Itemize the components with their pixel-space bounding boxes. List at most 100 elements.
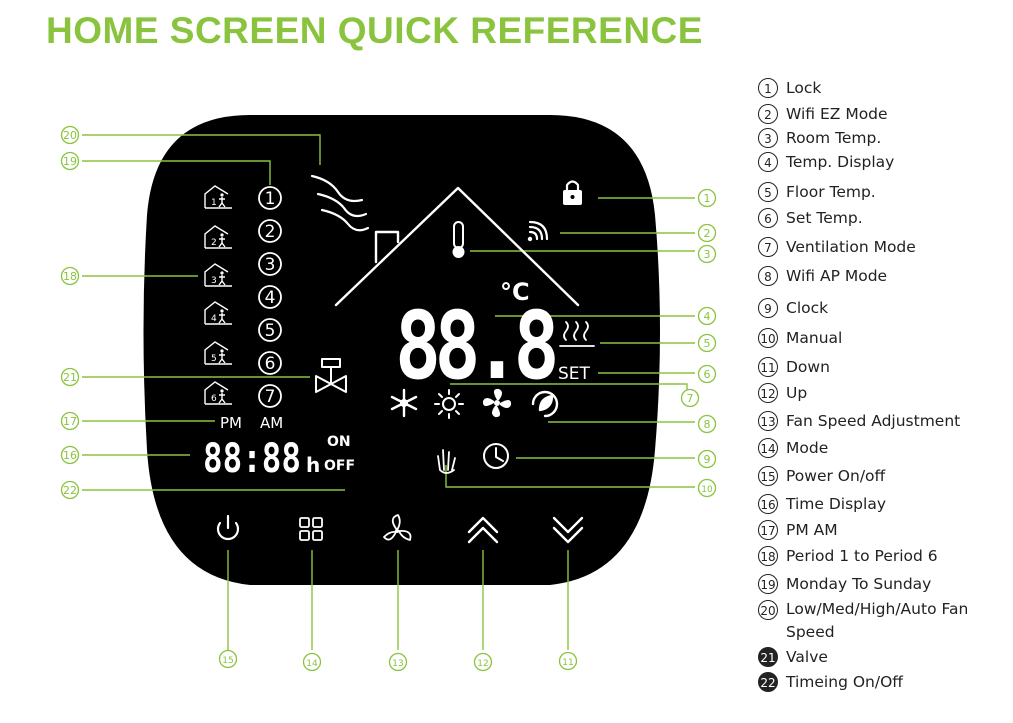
svg-text:5: 5: [704, 337, 711, 350]
legend-item: 2 Wifi EZ Mode: [758, 104, 888, 124]
callout-22: 22: [60, 480, 80, 500]
svg-text:11: 11: [562, 658, 573, 668]
svg-text:21: 21: [63, 371, 77, 384]
callout-7: 7: [680, 388, 700, 408]
mode-icon: [299, 517, 323, 541]
callout-1: 1: [697, 188, 717, 208]
legend-label: Valve: [786, 648, 828, 666]
sun-icon: [434, 389, 464, 419]
svg-text:6: 6: [704, 368, 711, 381]
period-house-icon: 6: [204, 381, 232, 405]
clock-icon: [483, 443, 509, 469]
period-number-circle: [258, 384, 282, 408]
person-icon: [220, 349, 224, 353]
legend-label: Down: [786, 358, 830, 376]
period-number: 7: [265, 387, 276, 407]
period-house-icon: 1: [204, 185, 232, 209]
legend-number: 1: [758, 78, 778, 98]
pm-label: PM: [220, 414, 242, 432]
up-icon: [467, 516, 499, 544]
period-number: 5: [265, 321, 276, 341]
svg-text:14: 14: [306, 659, 318, 669]
eco-icon: [531, 390, 559, 418]
callout-8: 8: [697, 414, 717, 434]
legend-number: 9: [758, 298, 778, 318]
callout-3: 3: [697, 244, 717, 264]
power-button[interactable]: [216, 514, 240, 541]
legend-label: Set Temp.: [786, 209, 863, 227]
down-button[interactable]: [552, 516, 584, 544]
page-title: HOME SCREEN QUICK REFERENCE: [46, 10, 703, 51]
legend-label: Clock: [786, 299, 829, 317]
thermometer-icon: [452, 221, 465, 258]
wifi-icon: [527, 220, 549, 242]
period-number-circle: [258, 285, 282, 309]
period-number: 6: [265, 354, 276, 374]
legend-number: 8: [758, 266, 778, 286]
mode-button[interactable]: [299, 517, 323, 541]
power-icon: [216, 521, 240, 541]
fan-speed-button[interactable]: [383, 514, 412, 541]
svg-text:3: 3: [704, 248, 711, 261]
callout-14: 14: [302, 652, 322, 672]
period-number-circle: [258, 219, 282, 243]
callout-10: 10: [697, 478, 717, 498]
legend-number: 17: [758, 520, 778, 540]
leader-19: [82, 160, 271, 185]
legend-label: Lock: [786, 79, 822, 97]
fan-icon: [482, 388, 512, 418]
legend-label: Manual: [786, 329, 843, 347]
legend-number: 19: [758, 574, 778, 594]
legend-label: Power On/off: [786, 467, 886, 485]
legend-number: 2: [758, 104, 778, 124]
legend-label: Low/Med/High/Auto Fan Speed: [786, 600, 969, 641]
valve-icon: [315, 358, 347, 393]
legend-number: 12: [758, 383, 778, 403]
person-icon: [220, 233, 224, 237]
hand-icon: [437, 449, 456, 474]
legend-number: 16: [758, 494, 778, 514]
legend-label: Wifi AP Mode: [786, 267, 888, 285]
svg-text:12: 12: [477, 659, 488, 669]
svg-text:10: 10: [701, 485, 713, 495]
callout-9: 9: [697, 449, 717, 469]
floor-heat-icon: [559, 321, 595, 347]
legend-number: 13: [758, 411, 778, 431]
legend-label: Monday To Sunday: [786, 575, 932, 593]
callout-16: 16: [60, 445, 80, 465]
legend-number: 3: [758, 128, 778, 148]
legend-label: Timeing On/Off: [786, 673, 903, 691]
lock-icon: [563, 180, 582, 205]
person-icon: [220, 193, 224, 197]
period-number: 4: [265, 288, 276, 308]
period-house-icon: 4: [204, 301, 232, 325]
legend-number: 20: [758, 600, 778, 620]
house-chimney: [374, 230, 400, 264]
callout-4: 4: [697, 306, 717, 326]
period-number-circle: [258, 186, 282, 210]
svg-text:20: 20: [63, 129, 77, 142]
up-button[interactable]: [467, 516, 499, 544]
legend-item: 8 Wifi AP Mode: [758, 266, 887, 286]
time-suffix: h: [306, 453, 320, 477]
svg-text:19: 19: [63, 155, 77, 168]
callout-21: 21: [60, 367, 80, 387]
house-outline: [334, 186, 580, 307]
svg-text:15: 15: [222, 656, 233, 666]
svg-text:8: 8: [704, 418, 711, 431]
time-display: 88:88: [203, 436, 301, 482]
legend-label: Wifi EZ Mode: [786, 105, 888, 123]
svg-text:17: 17: [63, 415, 77, 428]
